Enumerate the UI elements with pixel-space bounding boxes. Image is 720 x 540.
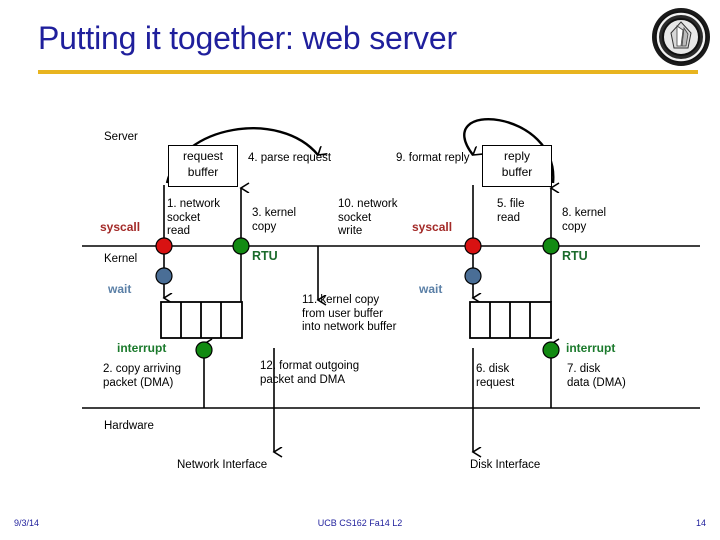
wait-label-left: wait [108, 282, 132, 296]
disk-interface-label: Disk Interface [470, 459, 541, 471]
syscall-label-left: syscall [100, 220, 141, 234]
step-1-label: 1. network socket read [167, 198, 221, 237]
step-6-label: 6. disk request [476, 363, 515, 389]
footer-page-number: 14 [695, 518, 706, 528]
step-7-label: 7. disk data (DMA) [567, 363, 626, 389]
footer-date: 9/3/14 [14, 518, 40, 528]
step-2-label: 2. copy arriving packet (DMA) [103, 363, 181, 389]
step-9-label: 9. format reply [396, 152, 470, 164]
network-interface-label: Network Interface [177, 459, 268, 471]
reply-buffer-box: reply buffer [482, 145, 552, 187]
uc-berkeley-seal-icon [650, 6, 712, 68]
rtu-label-right: RTU [562, 249, 588, 263]
step-4-label: 4. parse request [248, 152, 332, 164]
step-11-label: 11. kernel copy from user buffer into ne… [302, 294, 397, 333]
reply-buffer-line2: buffer [501, 165, 533, 179]
step-8-label: 8. kernel copy [562, 207, 607, 233]
title-divider [38, 70, 698, 74]
rtu-label-left: RTU [252, 249, 278, 263]
step-5-label: 5. file read [497, 198, 525, 224]
page-title: Putting it together: web server [38, 20, 457, 56]
request-buffer-box: request buffer [168, 145, 238, 187]
request-buffer-line1: request [182, 149, 224, 163]
web-server-diagram: Server Kernel Hardware request buffer re… [0, 95, 720, 490]
syscall-label-right: syscall [412, 220, 453, 234]
layer-label-kernel: Kernel [104, 253, 138, 265]
interrupt-label-left: interrupt [117, 341, 167, 355]
wait-label-right: wait [419, 282, 443, 296]
step-3-label: 3. kernel copy [252, 207, 297, 233]
layer-label-server: Server [104, 131, 138, 143]
footer-center-text: UCB CS162 Fa14 L2 [317, 518, 403, 528]
interrupt-label-right: interrupt [566, 341, 616, 355]
step-12-label: 12. format outgoing packet and DMA [260, 360, 360, 386]
reply-buffer-line1: reply [503, 149, 530, 163]
request-buffer-line2: buffer [187, 165, 219, 179]
layer-label-hardware: Hardware [104, 420, 154, 432]
step-10-label: 10. network socket write [338, 198, 398, 237]
